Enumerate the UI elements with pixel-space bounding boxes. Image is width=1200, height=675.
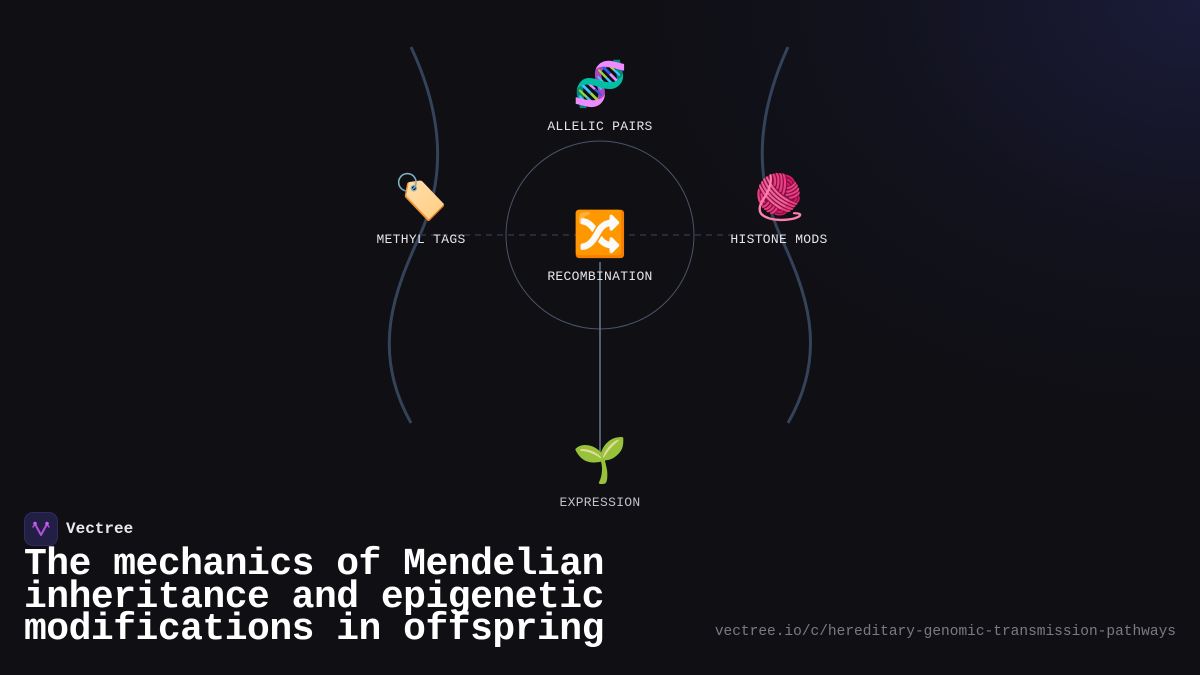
vectree-logo-icon xyxy=(24,512,58,546)
brand: Vectree xyxy=(24,512,133,546)
right-arc xyxy=(760,46,813,424)
node-allelic-pairs: 🧬 ALLELIC PAIRS xyxy=(547,63,652,134)
page-title: The mechanics of Mendelian inheritance a… xyxy=(24,543,604,651)
node-label: HISTONE MODS xyxy=(730,232,828,247)
node-label: METHYL TAGS xyxy=(376,232,466,247)
node-label: RECOMBINATION xyxy=(547,269,653,284)
yarn-icon: 🧶 xyxy=(751,176,807,226)
node-histone-mods: 🧶 HISTONE MODS xyxy=(730,176,827,247)
node-label: EXPRESSION xyxy=(559,495,641,510)
shuffle-icon: 🔀 xyxy=(572,213,628,263)
node-label: ALLELIC PAIRS xyxy=(547,119,653,134)
node-expression: 🌱 EXPRESSION xyxy=(559,439,640,510)
brand-name: Vectree xyxy=(66,520,134,538)
title-line: modifications in offspring xyxy=(24,608,604,651)
seedling-icon: 🌱 xyxy=(572,439,628,489)
title-line: inheritance and epigenetic xyxy=(24,575,604,619)
node-methyl-tags: 🏷️ METHYL TAGS xyxy=(376,176,465,247)
node-recombination: 🔀 RECOMBINATION xyxy=(547,213,652,284)
dna-icon: 🧬 xyxy=(572,63,628,113)
page-url: vectree.io/c/hereditary-genomic-transmis… xyxy=(714,624,1176,640)
tag-icon: 🏷️ xyxy=(393,176,449,226)
title-line: The mechanics of Mendelian xyxy=(24,543,604,586)
